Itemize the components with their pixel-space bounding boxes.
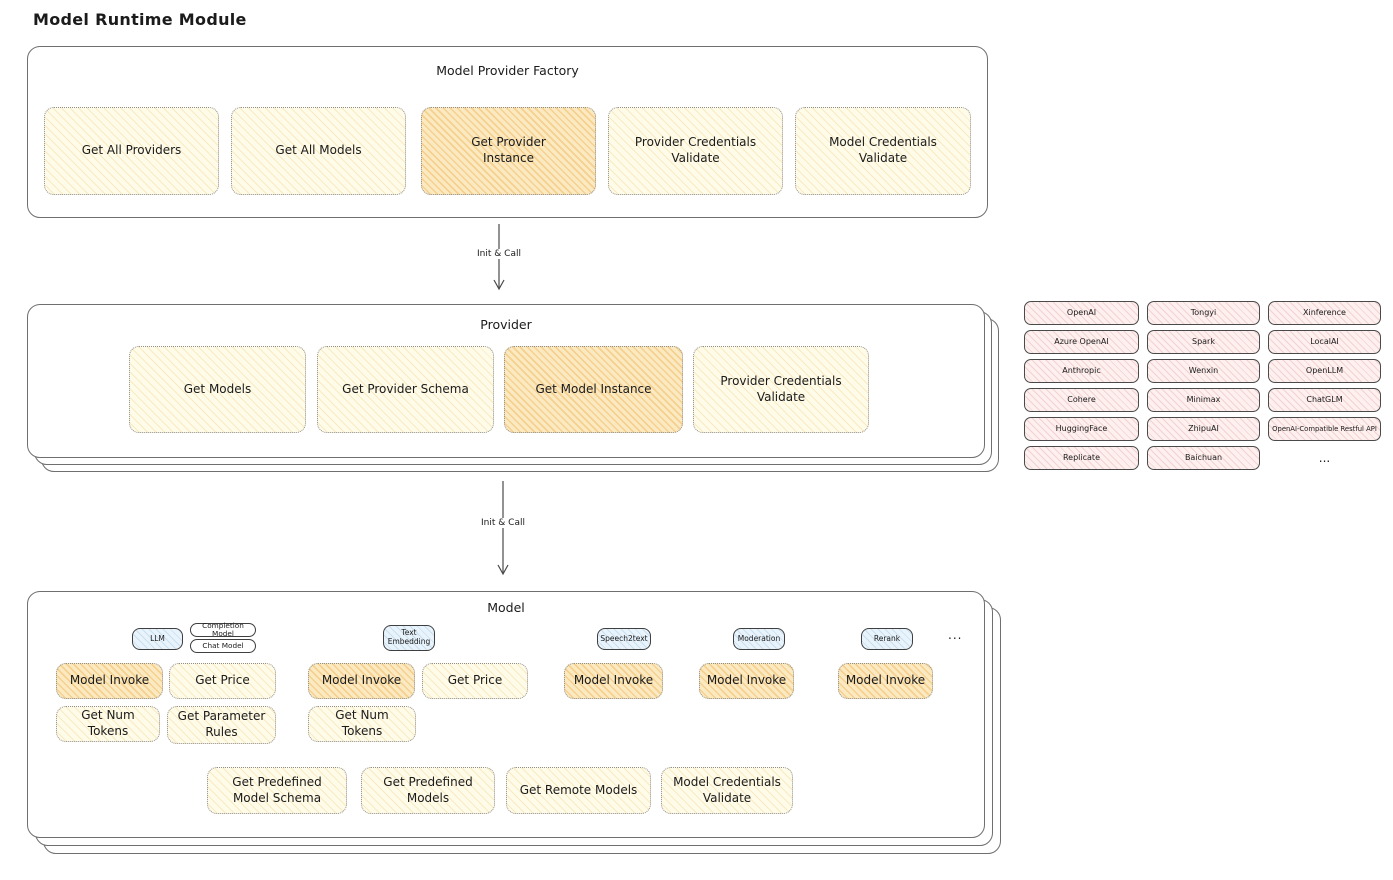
model-op-get-predefined-models: Get Predefined Models bbox=[361, 767, 495, 814]
provider-chip-wenxin: Wenxin bbox=[1147, 359, 1260, 383]
provider-chip-minimax: Minimax bbox=[1147, 388, 1260, 412]
text-embedding-op-model-invoke: Model Invoke bbox=[308, 663, 415, 699]
arrow-label-init-call: Init & Call bbox=[477, 518, 529, 528]
provider-chip-localai: LocalAI bbox=[1268, 330, 1381, 354]
llm-op-get-num-tokens: Get Num Tokens bbox=[56, 706, 160, 742]
arrow-down-icon bbox=[493, 224, 505, 291]
op-label: Get All Models bbox=[275, 143, 362, 158]
op-label: Provider Credentials Validate bbox=[634, 135, 757, 165]
factory-op-get-provider-instance: Get Provider Instance bbox=[421, 107, 596, 195]
op-label: Get Provider Schema bbox=[342, 381, 469, 396]
model-op-get-predefined-model-schema: Get Predefined Model Schema bbox=[207, 767, 347, 814]
model-op-model-credentials-validate: Model Credentials Validate bbox=[661, 767, 793, 814]
provider-op-get-model-instance: Get Model Instance bbox=[504, 346, 683, 433]
provider-chip-openai-compatible-restful-api: OpenAI-Compatible Restful API bbox=[1268, 417, 1381, 441]
op-label: Get Model Instance bbox=[535, 381, 652, 396]
provider-title: Provider bbox=[480, 317, 532, 332]
llm-op-get-price: Get Price bbox=[169, 663, 276, 699]
provider-chip-chatglm: ChatGLM bbox=[1268, 388, 1381, 412]
provider-chip-openai: OpenAI bbox=[1024, 301, 1139, 325]
provider-chip-baichuan: Baichuan bbox=[1147, 446, 1260, 470]
provider-chip-xinference: Xinference bbox=[1268, 301, 1381, 325]
op-label: Model Credentials Validate bbox=[829, 135, 937, 165]
provider-box: Provider Get Models Get Provider Schema … bbox=[27, 304, 985, 458]
op-label: Get All Providers bbox=[81, 143, 182, 158]
llm-op-get-parameter-rules: Get Parameter Rules bbox=[167, 706, 276, 744]
providers-grid: OpenAI Tongyi Xinference Azure OpenAI Sp… bbox=[1024, 301, 1381, 470]
op-label: Get Parameter Rules bbox=[177, 709, 266, 739]
factory-op-get-all-providers: Get All Providers bbox=[44, 107, 219, 195]
text-embedding-op-get-price: Get Price bbox=[422, 663, 528, 699]
provider-chip-replicate: Replicate bbox=[1024, 446, 1139, 470]
provider-chip-zhipuai: ZhipuAI bbox=[1147, 417, 1260, 441]
model-tag-rerank: Rerank bbox=[861, 628, 913, 650]
provider-chip-azure-openai: Azure OpenAI bbox=[1024, 330, 1139, 354]
factory-op-get-all-models: Get All Models bbox=[231, 107, 406, 195]
op-label: Get Provider Instance bbox=[471, 135, 546, 165]
op-label: Provider Credentials Validate bbox=[720, 373, 842, 404]
speech2text-op-model-invoke: Model Invoke bbox=[564, 663, 663, 699]
provider-chip-cohere: Cohere bbox=[1024, 388, 1139, 412]
arrow-label-init-call: Init & Call bbox=[473, 249, 525, 259]
model-tag-moderation: Moderation bbox=[733, 628, 785, 650]
model-provider-factory-box: Model Provider Factory Get All Providers… bbox=[27, 46, 988, 218]
moderation-op-model-invoke: Model Invoke bbox=[699, 663, 794, 699]
factory-title: Model Provider Factory bbox=[436, 63, 579, 78]
op-label: Get Predefined Model Schema bbox=[232, 774, 322, 805]
provider-chip-spark: Spark bbox=[1147, 330, 1260, 354]
model-tag-llm: LLM bbox=[132, 628, 183, 650]
provider-op-provider-credentials-validate: Provider Credentials Validate bbox=[693, 346, 869, 433]
provider-op-get-provider-schema: Get Provider Schema bbox=[317, 346, 494, 433]
op-label: Model Credentials Validate bbox=[673, 774, 781, 805]
provider-op-get-models: Get Models bbox=[129, 346, 306, 433]
rerank-op-model-invoke: Model Invoke bbox=[838, 663, 933, 699]
model-tags-ellipsis: ... bbox=[948, 628, 963, 642]
factory-op-provider-credentials-validate: Provider Credentials Validate bbox=[608, 107, 783, 195]
llm-op-model-invoke: Model Invoke bbox=[56, 663, 163, 699]
factory-op-model-credentials-validate: Model Credentials Validate bbox=[795, 107, 971, 195]
provider-chip-openllm: OpenLLM bbox=[1268, 359, 1381, 383]
model-title: Model bbox=[487, 600, 525, 615]
op-label: Get Models bbox=[183, 381, 252, 396]
model-box: Model LLM Completion Model Chat Model Te… bbox=[27, 591, 985, 838]
op-label: Get Predefined Models bbox=[383, 774, 473, 805]
page-title: Model Runtime Module bbox=[33, 10, 247, 29]
model-tag-text-embedding: Text Embedding bbox=[383, 625, 435, 651]
model-tag-speech2text: Speech2text bbox=[597, 628, 651, 650]
model-op-get-remote-models: Get Remote Models bbox=[506, 767, 651, 814]
provider-chip-huggingface: HuggingFace bbox=[1024, 417, 1139, 441]
provider-chip-tongyi: Tongyi bbox=[1147, 301, 1260, 325]
text-embedding-op-get-num-tokens: Get Num Tokens bbox=[308, 706, 416, 742]
provider-chip-anthropic: Anthropic bbox=[1024, 359, 1139, 383]
model-tag-completion-model: Completion Model bbox=[190, 621, 256, 638]
arrow-down-icon bbox=[497, 481, 509, 576]
model-tag-chat-model: Chat Model bbox=[190, 639, 256, 653]
providers-ellipsis: ... bbox=[1318, 451, 1331, 465]
